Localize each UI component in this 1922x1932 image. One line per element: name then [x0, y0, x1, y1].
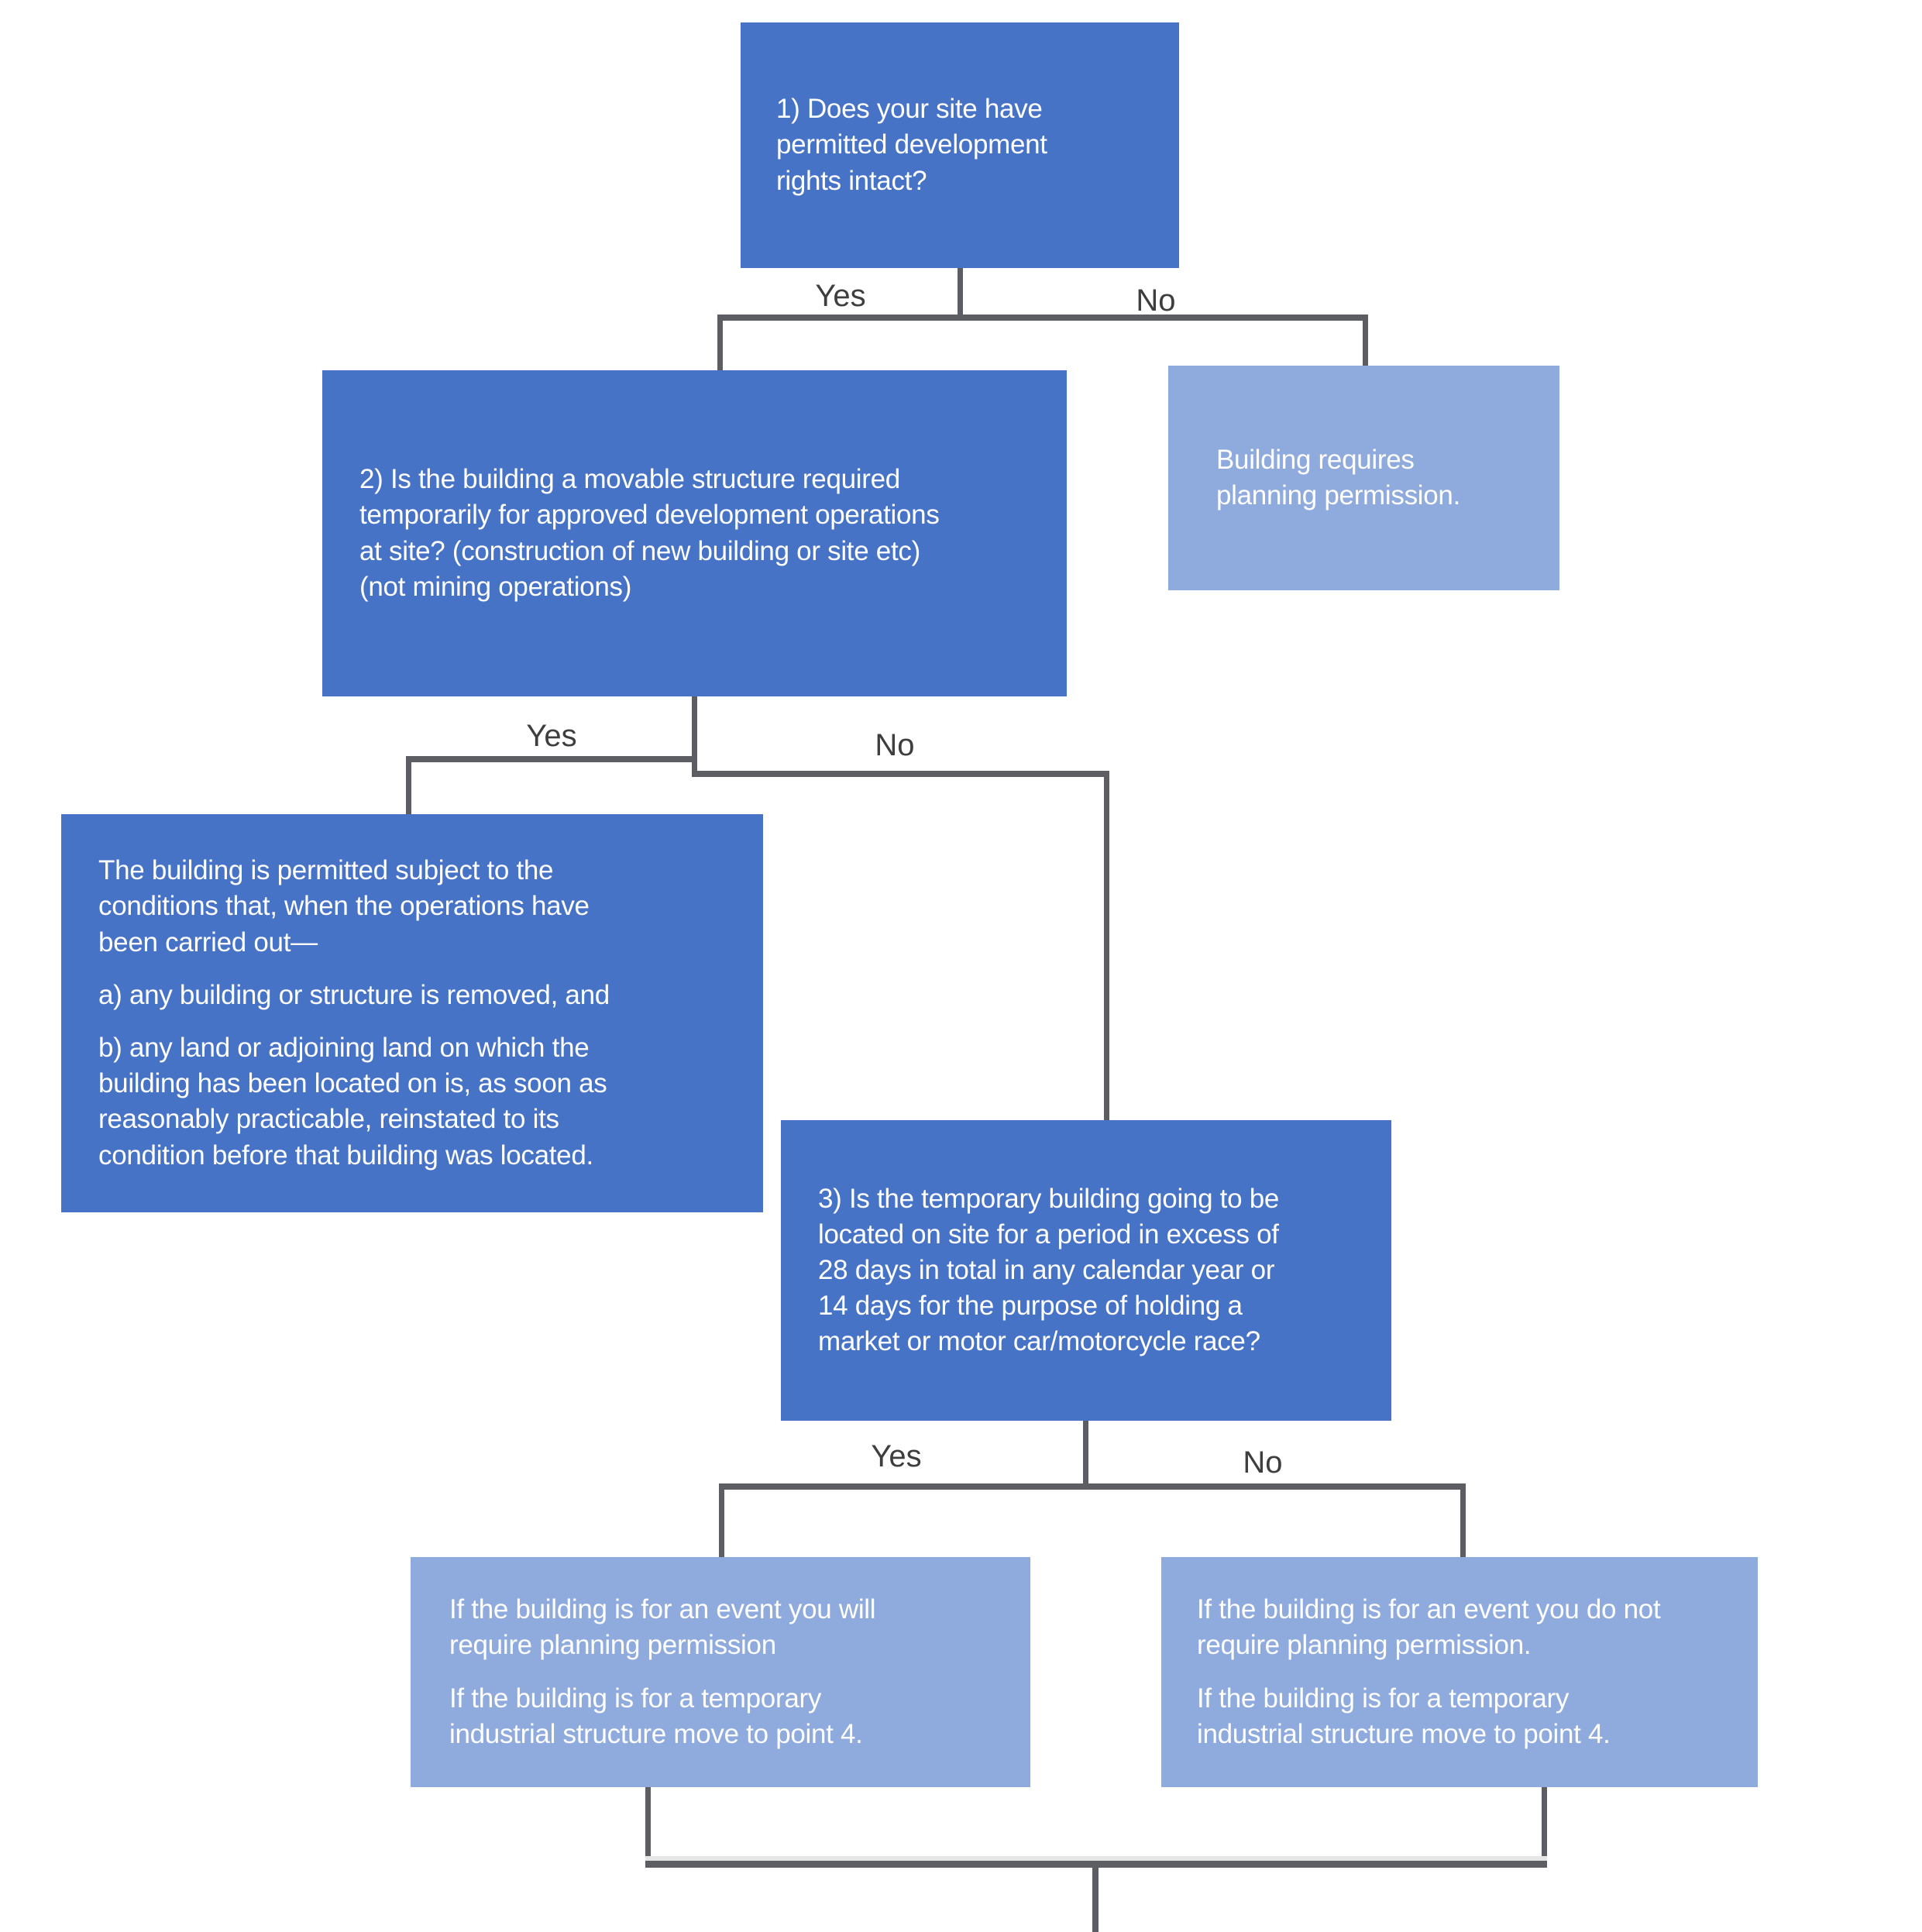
conditions-paragraph-b: b) any land or adjoining land on which t…	[98, 1033, 607, 1171]
connector-q2-stub	[692, 696, 697, 777]
connector-q1-yes-drop	[717, 315, 723, 370]
edge-label-q3-no: No	[1243, 1446, 1283, 1480]
node-question-2: 2) Is the building a movable structure r…	[322, 370, 1067, 696]
connector-q2-yes-horizontal	[406, 756, 697, 762]
node-permitted-subject-to-conditions: The building is permitted subject to the…	[61, 814, 763, 1212]
connector-q3-no-drop	[1460, 1483, 1466, 1557]
connector-q1-no-drop	[1363, 315, 1368, 366]
node-question-3: 3) Is the temporary building going to be…	[781, 1120, 1391, 1421]
connector-q3-stub	[1083, 1421, 1088, 1489]
edge-label-q1-no: No	[1136, 284, 1176, 318]
connector-q2-no-horizontal	[692, 771, 1109, 777]
connector-converge-right-drop	[1542, 1787, 1547, 1863]
connector-q2-yes-drop	[406, 756, 411, 814]
edge-label-q2-no: No	[875, 728, 915, 762]
node-event-no-permission: If the building is for an event you do n…	[1161, 1557, 1758, 1787]
connector-converge-center-drop	[1092, 1868, 1099, 1932]
connector-q3-yes-drop	[719, 1483, 724, 1557]
node-question-1: 1) Does your site have permitted develop…	[741, 22, 1179, 268]
connector-q2-no-drop	[1104, 771, 1109, 1120]
event-requires-paragraph-1: If the building is for an event you will…	[449, 1594, 876, 1661]
node-requires-planning-permission: Building requires planning permission.	[1168, 366, 1559, 590]
connector-converge-left-drop	[645, 1787, 651, 1863]
conditions-paragraph-a: a) any building or structure is removed,…	[98, 979, 610, 1010]
conditions-paragraph-intro: The building is permitted subject to the…	[98, 855, 590, 957]
edge-label-q1-yes: Yes	[815, 279, 866, 313]
edge-label-q3-yes: Yes	[871, 1439, 922, 1473]
connector-q1-horizontal	[717, 315, 1368, 321]
connector-q1-stub	[958, 268, 963, 315]
connector-converge-horizontal-highlight	[645, 1856, 1547, 1861]
connector-q3-horizontal	[719, 1483, 1466, 1490]
event-no-permission-paragraph-2: If the building is for a temporary indus…	[1197, 1683, 1611, 1749]
connector-converge-horizontal	[645, 1861, 1547, 1868]
edge-label-q2-yes: Yes	[526, 719, 577, 753]
event-no-permission-paragraph-1: If the building is for an event you do n…	[1197, 1594, 1661, 1661]
event-requires-paragraph-2: If the building is for a temporary indus…	[449, 1683, 863, 1749]
node-event-requires-permission: If the building is for an event you will…	[411, 1557, 1030, 1787]
